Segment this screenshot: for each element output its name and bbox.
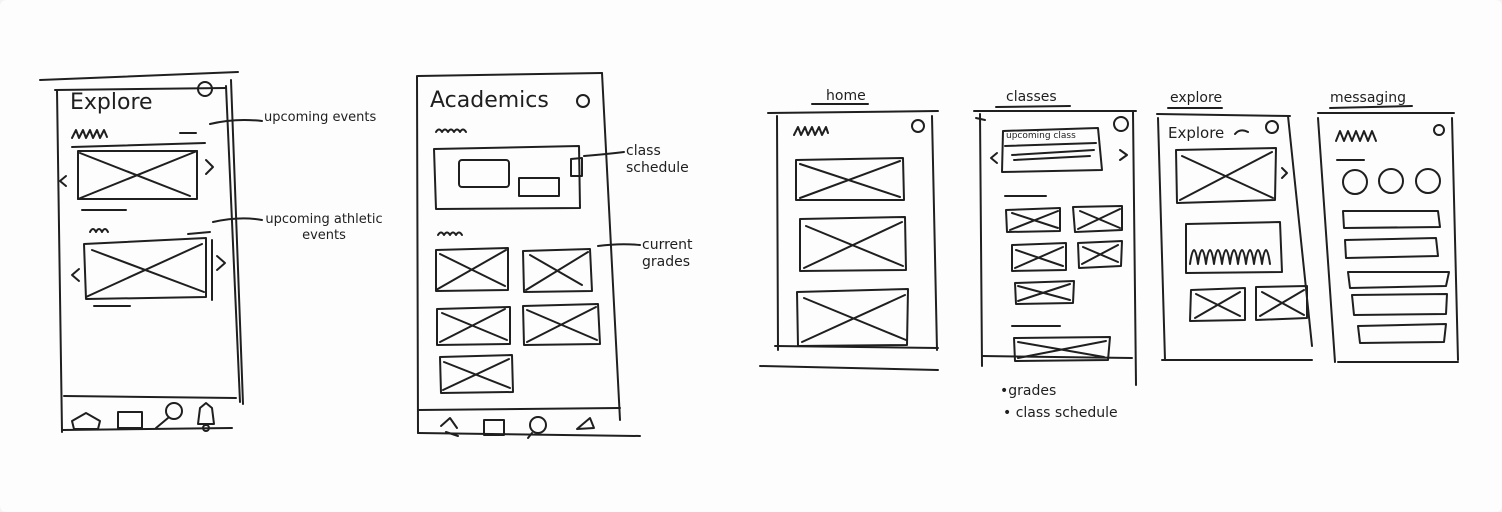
- annotation-current-grades: current grades: [642, 237, 693, 270]
- academics-title: Academics: [430, 88, 549, 113]
- academics-phone-sketch: [416, 72, 641, 439]
- message-row: [1342, 210, 1441, 229]
- grade-card: [439, 354, 514, 394]
- note-grades: •grades: [1000, 383, 1057, 399]
- grade-card: [522, 248, 593, 293]
- chevron-left-icon: [71, 268, 80, 282]
- scribble-heading: [1335, 130, 1377, 142]
- avatar-icon: [197, 81, 213, 97]
- bell-icon: [576, 417, 595, 430]
- grade-card: [522, 303, 601, 346]
- image-placeholder: [77, 150, 198, 200]
- flow-label-classes: classes: [1006, 89, 1057, 105]
- home-icon: [71, 412, 101, 430]
- flow-label-explore: explore: [1170, 90, 1223, 106]
- message-row: [1347, 271, 1450, 289]
- chevron-right-icon: [1119, 149, 1128, 161]
- scribble-heading: [89, 228, 109, 233]
- classes-icon: [483, 419, 505, 436]
- home-icon: [440, 417, 458, 429]
- scribble-heading: [793, 126, 829, 136]
- chevron-right-icon: [205, 159, 214, 175]
- explore-phone-sketch: [39, 71, 263, 433]
- flow-label-home: home: [826, 88, 866, 104]
- grade-card: [435, 247, 509, 292]
- upcoming-class-label: upcoming class: [1006, 131, 1076, 141]
- explore-title: Explore: [70, 90, 153, 115]
- annotation-class-schedule: class schedule: [626, 143, 689, 176]
- card-placeholder: [1255, 285, 1308, 321]
- flow-label-messaging: messaging: [1330, 90, 1406, 106]
- messaging-screen-sketch: [1317, 105, 1459, 363]
- explore-screen-title: Explore: [1168, 124, 1225, 142]
- card-placeholder: [796, 288, 909, 347]
- classes-icon: [117, 411, 143, 429]
- message-row: [1351, 293, 1448, 316]
- grade-card: [436, 306, 511, 346]
- avatar-icon: [1433, 124, 1445, 136]
- schedule-card: [1013, 336, 1111, 362]
- image-placeholder: [1175, 147, 1277, 204]
- chevron-left-icon: [990, 152, 998, 164]
- grade-card: [1005, 207, 1061, 233]
- note-class-schedule: • class schedule: [1003, 405, 1118, 421]
- card-placeholder: [1189, 287, 1246, 322]
- scribble-heading: [71, 129, 108, 139]
- avatar-icon: [576, 94, 590, 108]
- avatar-icon: [1265, 120, 1279, 134]
- image-placeholder: [83, 237, 207, 300]
- explore-screen-sketch: [1156, 107, 1313, 361]
- card-placeholder: [795, 157, 905, 201]
- message-row: [1344, 237, 1439, 259]
- grade-card: [1072, 205, 1123, 233]
- message-row: [1357, 323, 1447, 344]
- classes-screen-sketch: [973, 105, 1137, 386]
- avatar-icon: [911, 119, 925, 133]
- search-icon: [529, 416, 547, 434]
- grade-card: [1014, 280, 1075, 305]
- grade-card: [1011, 242, 1067, 272]
- scribble-heading: [437, 231, 463, 236]
- chevron-left-icon: [59, 175, 67, 187]
- grade-card: [1077, 240, 1123, 269]
- card-placeholder: [799, 216, 907, 272]
- search-icon: [165, 402, 183, 420]
- contact-avatar: [1342, 169, 1368, 195]
- bell-icon: [197, 402, 215, 425]
- scribble-heading: [435, 128, 467, 133]
- contact-avatar: [1415, 168, 1441, 194]
- class-schedule-card: [433, 145, 581, 210]
- upcoming-class-card: [1001, 127, 1103, 173]
- chevron-right-icon: [1281, 167, 1288, 179]
- image-placeholder: [1185, 221, 1283, 274]
- contact-avatar: [1378, 168, 1404, 194]
- home-screen-sketch: [759, 103, 939, 371]
- avatar-icon: [1113, 116, 1129, 132]
- chevron-right-icon: [216, 255, 226, 271]
- annotation-upcoming-events: upcoming events: [264, 110, 377, 125]
- annotation-athletic-events: upcoming athletic events: [265, 212, 383, 243]
